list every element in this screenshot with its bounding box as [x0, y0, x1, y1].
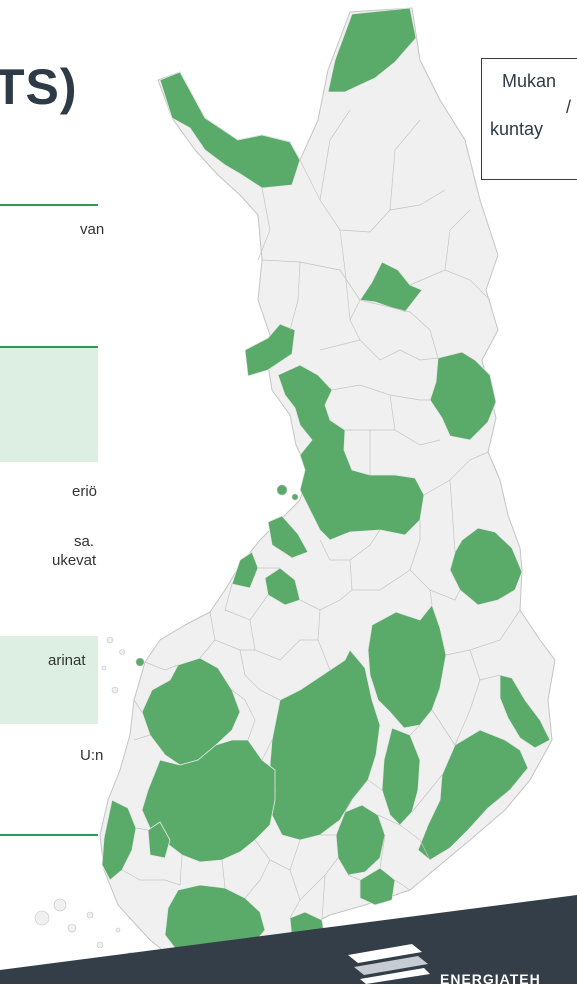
text-fragment-3: sa. — [74, 533, 95, 550]
region-savo — [381, 727, 421, 826]
region-pohjanmaa-2 — [147, 821, 171, 859]
region-karelia — [499, 674, 551, 749]
region-pirkanmaa — [335, 804, 386, 876]
text-fragment-5: arinat — [48, 652, 86, 669]
legend-callout: Mukan / kuntay — [481, 58, 577, 180]
region-oulu — [277, 364, 425, 541]
callout-line-1: Mukan — [502, 71, 557, 91]
text-fragment-4: ukevat — [52, 552, 97, 569]
callout-line-2: / — [566, 97, 572, 117]
region-kainuu-east — [449, 527, 523, 606]
page-title: TS) — [0, 59, 78, 115]
text-fragment-6: U:n — [80, 747, 104, 764]
divider-top — [0, 204, 98, 206]
participating-regions — [101, 7, 551, 961]
region-southeast-strip — [417, 729, 529, 861]
region-coast-1 — [267, 515, 309, 559]
region-coast-2 — [231, 551, 259, 589]
region-lapland-center — [359, 261, 423, 313]
map-islands — [34, 484, 299, 958]
region-koillismaa — [429, 351, 497, 441]
divider-bottom — [0, 834, 98, 836]
brand-logo-icon — [348, 944, 430, 984]
municipality-boundaries — [121, 109, 521, 921]
text-fragment-2: eriö — [72, 483, 98, 500]
callout-line-3: kuntay — [490, 119, 544, 139]
region-lapland-southwest — [244, 323, 296, 377]
highlight-box-1 — [0, 348, 98, 462]
brand-name: ENERGIATEH — [440, 971, 541, 987]
highlight-box-2 — [0, 636, 98, 724]
text-fragment-1: van — [80, 221, 105, 238]
region-lapland-west — [159, 71, 301, 189]
region-lapland-north — [327, 7, 417, 93]
divider-middle — [0, 346, 98, 348]
